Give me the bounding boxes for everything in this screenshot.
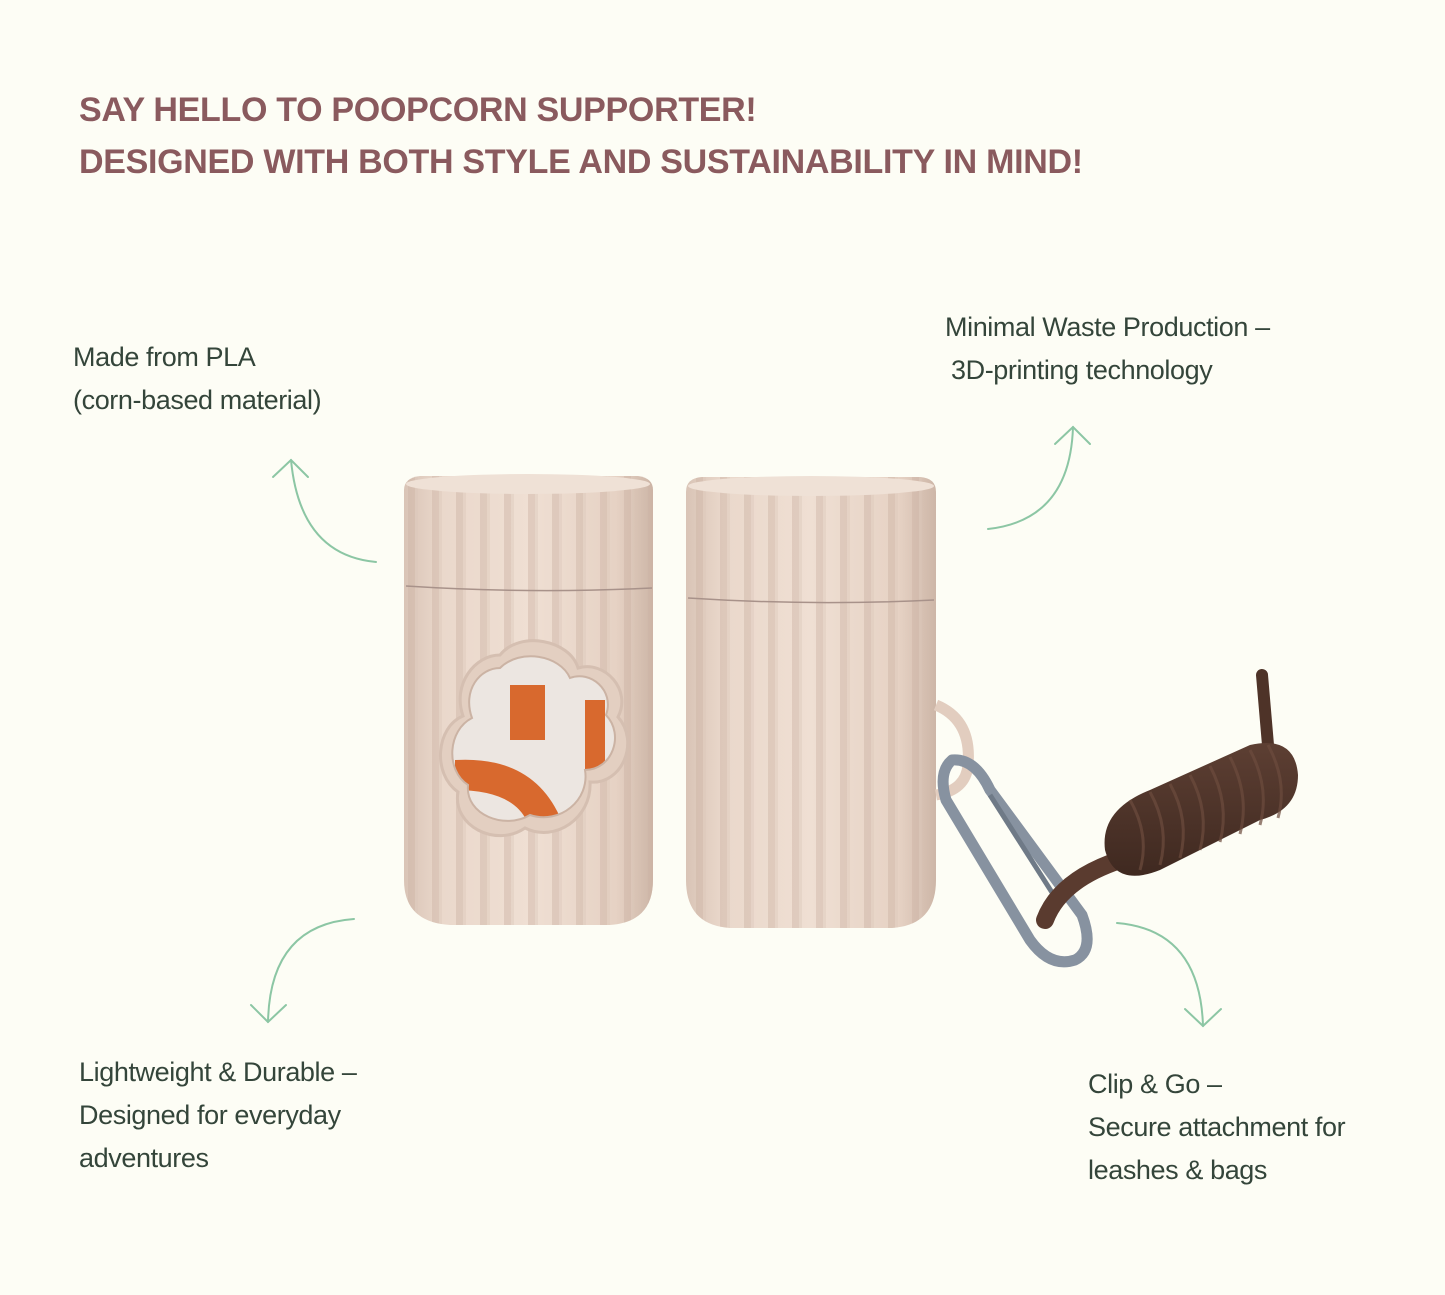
headline: SAY HELLO TO POOPCORN SUPPORTER! DESIGNE… bbox=[79, 84, 1083, 188]
callout-durability: Lightweight & Durable – Designed for eve… bbox=[79, 1051, 357, 1180]
dispenser-right bbox=[686, 476, 974, 928]
callout-clip-line-1: Clip & Go – bbox=[1088, 1069, 1222, 1099]
callout-clip-line-3: leashes & bags bbox=[1088, 1155, 1268, 1185]
arrow-up-icon bbox=[987, 425, 1091, 530]
callout-durability-line-1: Lightweight & Durable – bbox=[79, 1057, 357, 1087]
callout-material-line-1: Made from PLA bbox=[73, 342, 256, 372]
rope bbox=[1036, 669, 1298, 929]
callout-durability-line-2: Designed for everyday bbox=[79, 1100, 341, 1130]
callout-material-line-2: (corn-based material) bbox=[73, 385, 322, 415]
arrow-down-icon bbox=[250, 918, 355, 1024]
arrow-down-icon bbox=[1116, 922, 1222, 1028]
headline-line-1: SAY HELLO TO POOPCORN SUPPORTER! bbox=[79, 91, 757, 129]
dispenser-left bbox=[404, 474, 653, 925]
carabiner bbox=[937, 754, 1093, 968]
callout-production-line-1: Minimal Waste Production – bbox=[945, 312, 1270, 342]
callout-clip: Clip & Go – Secure attachment for leashe… bbox=[1088, 1063, 1346, 1192]
callout-production-line-2: 3D-printing technology bbox=[951, 355, 1213, 385]
callout-durability-line-3: adventures bbox=[79, 1143, 209, 1173]
callout-clip-line-2: Secure attachment for bbox=[1088, 1112, 1346, 1142]
headline-line-2: DESIGNED WITH BOTH STYLE AND SUSTAINABIL… bbox=[79, 143, 1083, 181]
arrow-up-icon bbox=[272, 458, 377, 563]
callout-production: Minimal Waste Production – 3D-printing t… bbox=[945, 306, 1270, 392]
callout-material: Made from PLA (corn-based material) bbox=[73, 336, 322, 422]
